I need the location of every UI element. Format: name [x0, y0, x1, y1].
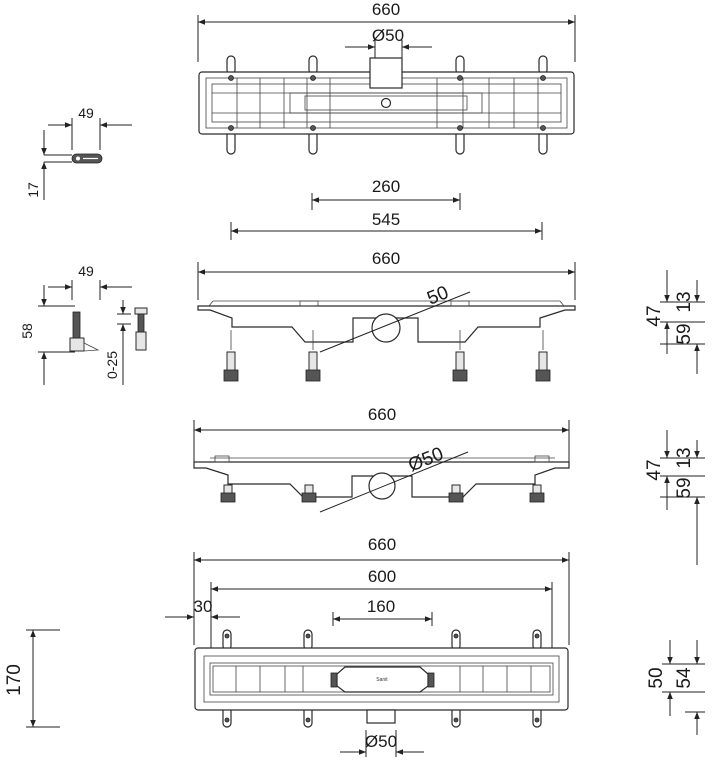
side-view-1: 260 545 660 50 — [197, 177, 705, 382]
outlet-pipe-bottom — [366, 709, 396, 724]
clip-dim-17: 17 — [25, 182, 41, 198]
channel-profile — [197, 305, 576, 343]
leg-dim-0-25: 0-25 — [104, 351, 120, 379]
side2-height-dims: 47 13 59 — [644, 430, 705, 565]
dim-47-side2: 47 — [644, 459, 665, 480]
dim-label-260: 260 — [372, 177, 400, 196]
dim-label-660-side2: 660 — [368, 405, 396, 424]
dim-label-outlet-bottom: Ø50 — [365, 732, 397, 751]
outlet-pipe — [369, 57, 403, 89]
dim-59-side2: 59 — [674, 477, 695, 498]
dim-label-outlet-diameter: Ø50 — [372, 26, 404, 45]
drain-hole — [380, 97, 392, 109]
channel-profile-2 — [193, 461, 570, 498]
dim-54-bottom: 54 — [674, 667, 695, 689]
bottom-view: 660 600 30 160 170 — [4, 535, 705, 757]
bottom-grating — [235, 666, 532, 692]
adjustable-legs — [223, 330, 551, 382]
dim-13-side2: 13 — [674, 447, 695, 468]
side-view-2: 660 Ø50 47 13 — [193, 405, 705, 565]
detail-clip: 49 17 — [25, 105, 132, 200]
detail-leg: 49 58 0-25 — [19, 263, 148, 385]
side1-height-dims: 47 13 59 — [644, 270, 705, 374]
dim-59-side1: 59 — [674, 323, 695, 344]
brand-logo: Sanit — [376, 677, 388, 683]
dim-label-600: 600 — [368, 567, 396, 586]
dim-label-545: 545 — [372, 210, 400, 229]
outlet-circle-2 — [368, 472, 396, 500]
grating-grid — [212, 78, 561, 128]
dim-label-170: 170 — [4, 664, 25, 696]
legs-side2 — [220, 484, 545, 503]
dim-label-160: 160 — [367, 597, 395, 616]
outlet-circle — [371, 313, 401, 343]
leg-part — [72, 311, 81, 339]
screw-holes-top — [228, 75, 546, 131]
bottom-height-dims: 50 54 — [646, 640, 705, 735]
dim-label-660-bottom: 660 — [368, 535, 396, 554]
dim-label-660: 660 — [372, 0, 400, 19]
dim-label-660-side1: 660 — [372, 249, 400, 268]
leg-dim-49: 49 — [78, 263, 94, 279]
dim-50-bottom: 50 — [646, 667, 667, 688]
dim-label-30: 30 — [194, 597, 213, 616]
dim-13-side1: 13 — [674, 291, 695, 312]
top-view: 660 Ø50 — [197, 0, 576, 155]
clip-dim-49: 49 — [78, 105, 94, 121]
leg-dim-58: 58 — [19, 323, 35, 339]
dim-47-side1: 47 — [644, 305, 665, 326]
